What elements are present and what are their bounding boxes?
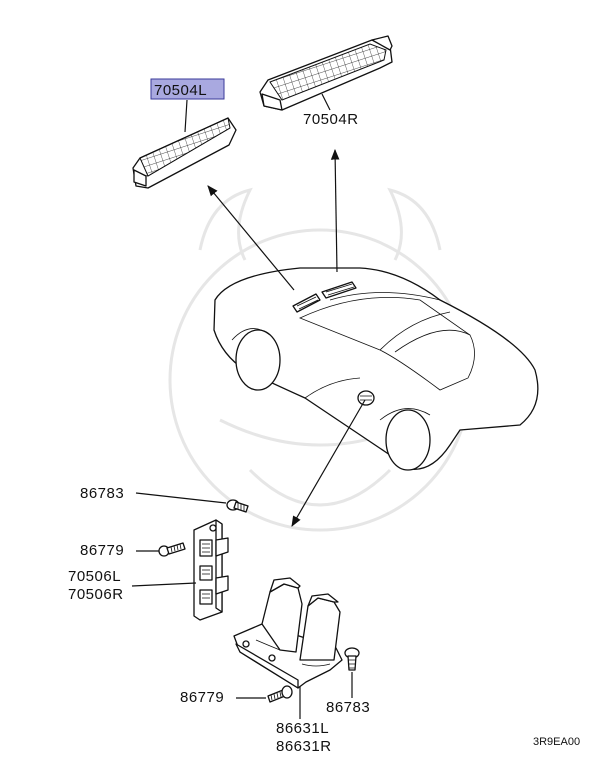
car-body	[213, 267, 539, 471]
arrow-to-70504L	[207, 185, 295, 291]
vent-panel-70506[interactable]	[193, 519, 229, 621]
label-86779-bottom: 86779	[180, 689, 224, 706]
label-86631R: 86631R	[276, 738, 332, 755]
label-86783-bottom: 86783	[326, 699, 370, 716]
arrow-to-70504R	[330, 148, 340, 273]
highlight-70504L	[150, 78, 225, 100]
leader-70504L	[184, 99, 188, 133]
bolt-86779-bottom[interactable]	[267, 685, 293, 703]
label-70506R: 70506R	[68, 586, 124, 603]
figure-code: 3R9EA00	[533, 736, 580, 748]
leader-70506	[131, 582, 197, 587]
bolt-86779-left[interactable]	[158, 542, 186, 557]
duct-86631[interactable]	[233, 577, 343, 689]
arrow-to-rear-parts	[291, 399, 366, 527]
leader-86783-top	[135, 492, 227, 504]
label-70504L: 70504L	[154, 82, 207, 99]
label-86779-left: 86779	[80, 542, 124, 559]
label-86783-top: 86783	[80, 485, 124, 502]
label-70506L: 70506L	[68, 568, 121, 585]
label-70504R: 70504R	[303, 111, 359, 128]
leader-70504R	[321, 93, 331, 111]
vent-grille-right[interactable]	[259, 35, 393, 111]
screw-86783-bottom[interactable]	[344, 647, 360, 671]
vent-grille-left[interactable]	[132, 117, 237, 189]
label-86631L: 86631L	[276, 720, 329, 737]
screw-86783-top[interactable]	[226, 499, 249, 513]
